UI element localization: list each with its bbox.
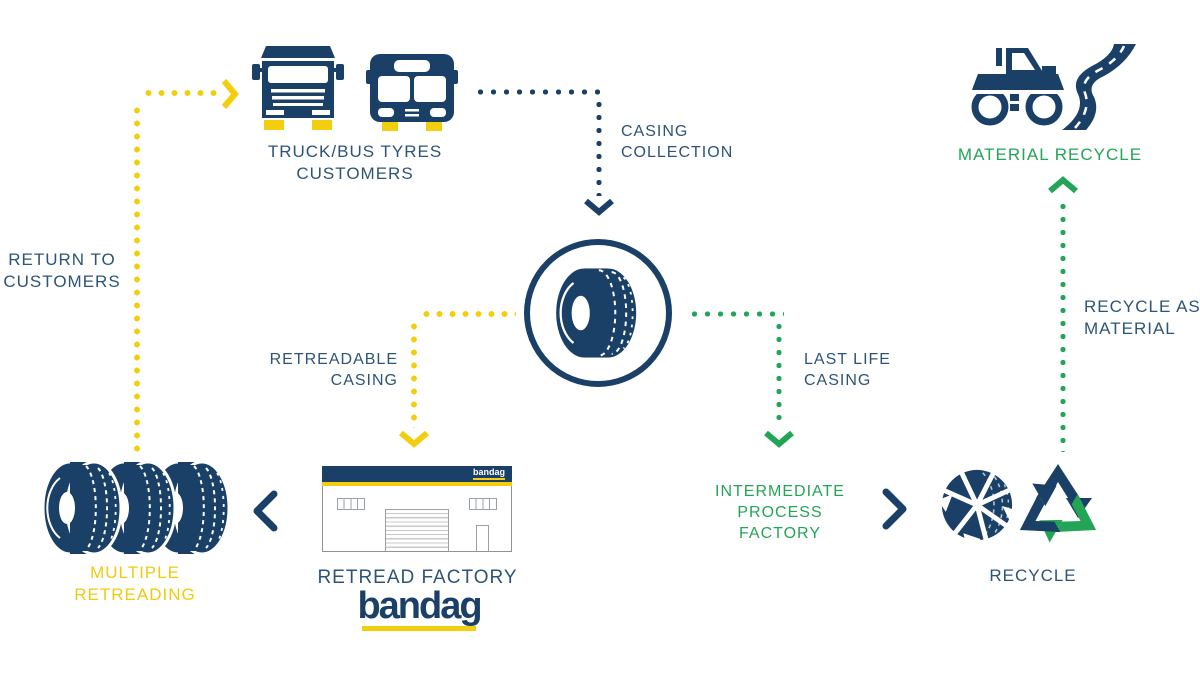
bandag-logo: bandag — [352, 585, 486, 631]
retread-factory-label: RETREAD FACTORY — [317, 567, 518, 588]
shredded-tyre-icon — [938, 463, 1016, 549]
road-icon — [1062, 44, 1136, 130]
retreadable-casing-arrow-down-icon — [399, 430, 429, 448]
tyre-stack-icon — [41, 460, 231, 556]
factory-garage-door — [385, 509, 449, 551]
recycle-as-material-line-vertical — [1060, 200, 1066, 452]
truck-icon — [252, 46, 344, 130]
bandag-logo-underline — [362, 626, 476, 631]
factory-roof-logo: bandag — [472, 468, 505, 480]
recycle-arrows-icon — [1019, 464, 1097, 543]
tyre-icon — [556, 268, 637, 358]
chevron-right-icon — [882, 488, 907, 530]
last-life-casing-arrow-down-icon — [764, 430, 794, 448]
return-to-customers-line-horizontal — [142, 90, 220, 96]
last-life-casing-line-horizontal — [688, 311, 784, 317]
intermediate-process-factory-label: INTERMEDIATE PROCESS FACTORY — [715, 483, 845, 543]
casing-collection-arrow-down-icon — [584, 198, 614, 216]
recycle-as-material-arrow-up-icon — [1048, 176, 1078, 194]
bandag-logo-text: bandag — [357, 585, 482, 627]
chevron-left-icon — [253, 490, 278, 532]
casing-collection-line-vertical — [596, 98, 602, 196]
casing-collection-line-horizontal — [474, 89, 602, 95]
retreadable-casing-line-horizontal — [420, 311, 516, 317]
retreadable-casing-line-vertical — [411, 320, 417, 428]
factory-yellow-stripe — [322, 482, 512, 486]
road-roller-icon — [968, 48, 1066, 126]
return-to-customers-line-vertical — [134, 104, 140, 452]
factory-roof: bandag — [322, 466, 512, 482]
factory-side-door — [476, 525, 489, 551]
return-to-customers-arrow-right-icon — [221, 79, 239, 109]
bus-icon — [366, 54, 458, 131]
factory-window-left — [337, 498, 365, 510]
factory-wall — [322, 486, 512, 552]
tyre-node — [524, 239, 672, 387]
factory-icon: bandag — [322, 466, 512, 554]
material-recycle-label: MATERIAL RECYCLE — [957, 145, 1143, 164]
recycle-label: RECYCLE — [989, 566, 1077, 585]
factory-window-right — [469, 498, 497, 510]
last-life-casing-line-vertical — [776, 320, 782, 428]
